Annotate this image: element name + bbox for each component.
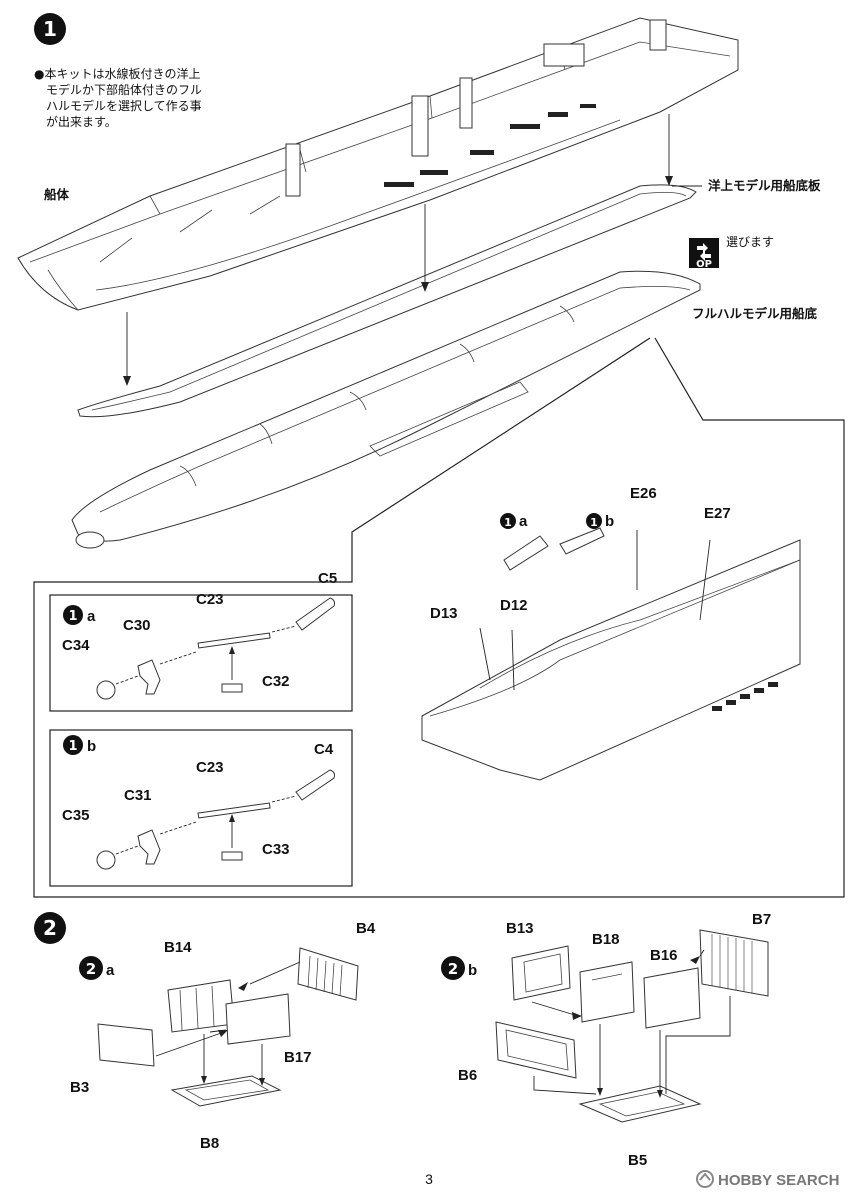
part-B17: B17 (284, 1049, 312, 1066)
part-C35: C35 (62, 807, 90, 824)
callout-1a-number: 1 (504, 516, 512, 529)
part-B7: B7 (752, 911, 771, 928)
step-2-badge: 2 (34, 912, 66, 944)
watermark: HOBBY SEARCH (696, 1170, 839, 1189)
step-2a-drawing (97, 947, 359, 1107)
part-E27: E27 (704, 505, 731, 522)
part-B3: B3 (70, 1079, 89, 1096)
callout-1a-badge (500, 513, 516, 529)
step-1-badge: 1 (34, 13, 66, 45)
sub-1a-letter: a (87, 608, 96, 625)
part-C34: C34 (62, 637, 90, 654)
page-number: 3 (425, 1171, 433, 1187)
stern-detail-drawing (421, 527, 801, 781)
sub-1a-number: 1 (68, 609, 77, 624)
part-D12: D12 (500, 597, 528, 614)
sub-2b-number: 2 (448, 960, 458, 978)
callout-1b-letter: b (605, 513, 614, 530)
waterline-plate-label: 洋上モデル用船底板 (708, 178, 821, 193)
watermark-text: HOBBY SEARCH (718, 1172, 839, 1189)
part-C23-b: C23 (196, 759, 224, 776)
hull-label: 船体 (44, 187, 70, 202)
detail-callout-frame (33, 337, 845, 898)
assembly-arrows-step1 (123, 114, 673, 386)
part-B4: B4 (356, 920, 376, 937)
sub-2b-letter: b (468, 962, 477, 979)
part-B14: B14 (164, 939, 192, 956)
note-line-2: モデルか下部船体付きのフル (46, 82, 202, 97)
sub-2a-badge (79, 956, 103, 980)
part-B8: B8 (200, 1135, 219, 1152)
callout-1a-letter: a (519, 513, 528, 530)
note-line-1: ●本キットは水線板付きの洋上 (34, 66, 200, 81)
fullhull-bottom-label: フルハルモデル用船底 (692, 306, 818, 321)
sub-step-1b-box: 1 b C4 C23 C31 C35 C33 (49, 729, 353, 887)
sub-1b-letter: b (87, 738, 96, 755)
part-B5: B5 (628, 1152, 647, 1169)
part-C4: C4 (314, 741, 334, 758)
waterline-plate-drawing (77, 184, 697, 418)
choose-label: 選びます (726, 235, 774, 249)
step-2b-drawing (495, 929, 769, 1123)
note-line-4: が出来ます。 (46, 114, 117, 129)
step-1-number: 1 (43, 17, 57, 41)
part-C30: C30 (123, 617, 151, 634)
part-C5-a: C5 (318, 570, 337, 587)
upper-hull-drawing (17, 17, 739, 311)
sub-step-1a-box: 1 a C5 C23 C30 C34 C32 (49, 570, 353, 712)
part-C31: C31 (124, 787, 152, 804)
part-B16: B16 (650, 947, 678, 964)
sub-1b-number: 1 (68, 739, 77, 754)
part-C32: C32 (262, 673, 290, 690)
note-line-3: ハルモデルを選択して作る事 (46, 98, 202, 113)
part-D13: D13 (430, 605, 458, 622)
part-E26: E26 (630, 485, 657, 502)
part-B6: B6 (458, 1067, 477, 1084)
sub-2a-letter: a (106, 962, 115, 979)
callout-1b-number: 1 (590, 516, 598, 529)
part-B18: B18 (592, 931, 620, 948)
fullhull-bottom-drawing (71, 270, 701, 549)
step-1-note: ●本キットは水線板付きの洋上 モデルか下部船体付きのフル ハルモデルを選択して作… (34, 66, 202, 129)
op-badge-text: OP (696, 259, 712, 270)
sub-2b-badge (441, 956, 465, 980)
part-B13: B13 (506, 920, 534, 937)
sub-2a-number: 2 (86, 960, 96, 978)
optional-part-badge: OP (689, 238, 719, 270)
step-2-number: 2 (43, 916, 57, 940)
part-C23-a: C23 (196, 591, 224, 608)
callout-1b-badge (586, 513, 602, 529)
part-C33: C33 (262, 841, 290, 858)
